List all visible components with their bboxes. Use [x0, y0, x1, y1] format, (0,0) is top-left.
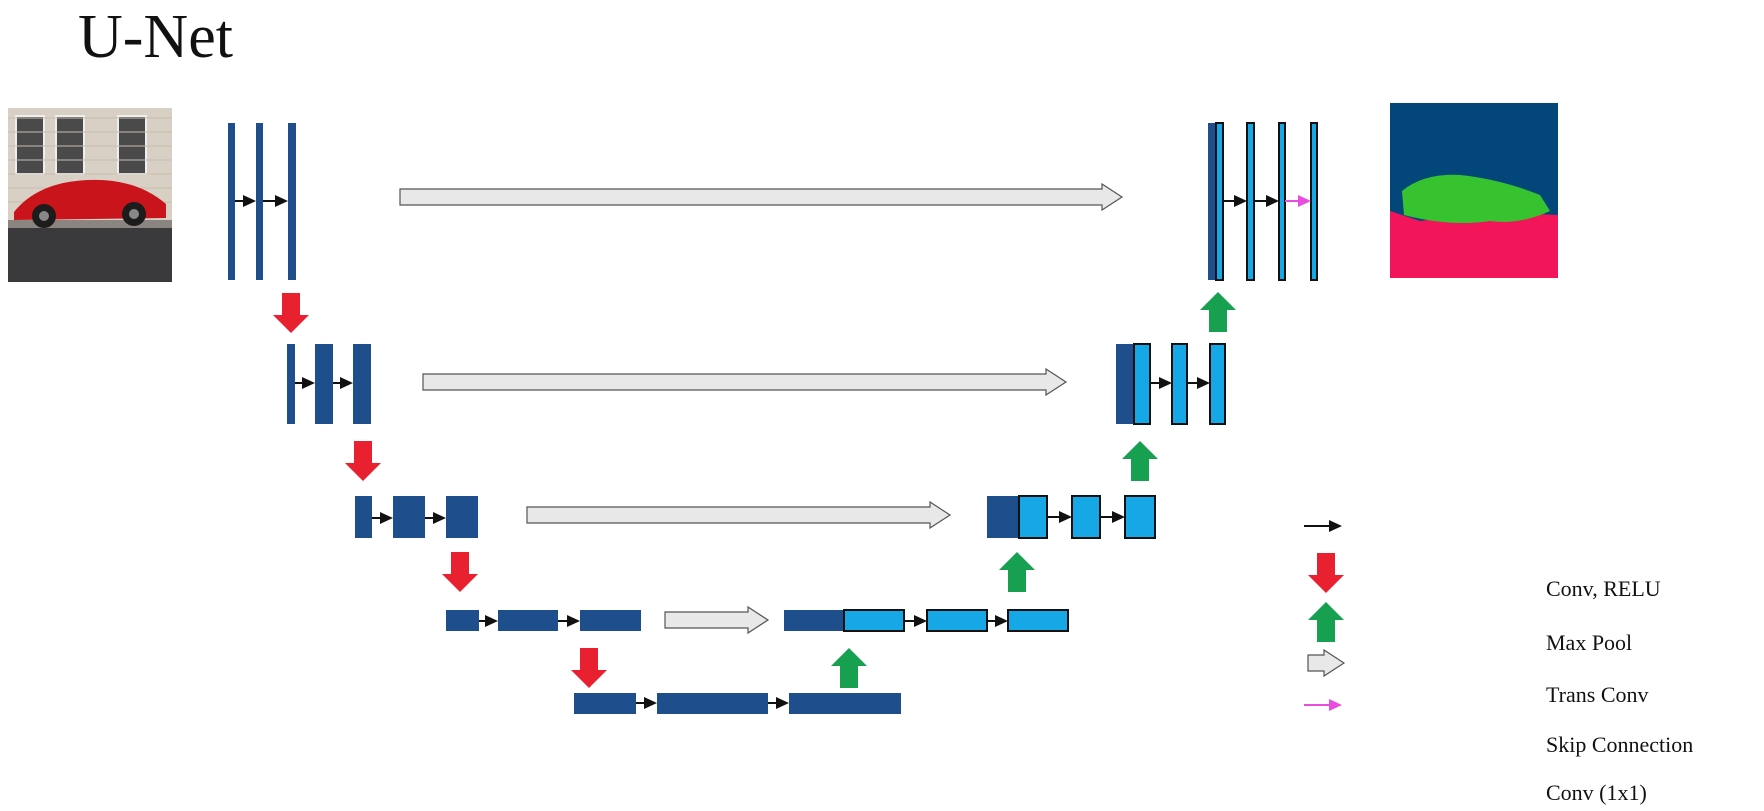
- encoder-l2-block-3: [353, 344, 371, 424]
- decoder-l2-conv-arrow-2: [1187, 377, 1210, 389]
- encoder-l3-block-2: [393, 496, 425, 538]
- encoder-l2-block-1: [287, 344, 295, 424]
- input-image-red-car-photo-icon: [8, 108, 172, 282]
- encoder-l4-block-1: [446, 610, 479, 631]
- encoder-l4-block-2: [498, 610, 558, 631]
- bottleneck-block-3: [789, 693, 901, 714]
- decoder-l1-block-1: [1215, 122, 1224, 281]
- decoder-l2-block-2: [1171, 343, 1188, 425]
- encoder-l1-max-pool-arrow: [273, 293, 309, 333]
- decoder-l2-block-1: [1133, 343, 1151, 425]
- decoder-l1-block-2: [1246, 122, 1255, 281]
- encoder-l3-max-pool-arrow: [442, 552, 478, 592]
- decoder-l4-block-2: [926, 609, 988, 632]
- legend-label-conv-1x1: Conv (1x1): [1546, 780, 1647, 805]
- skip-connection-l2: [422, 367, 1068, 397]
- legend-trans-conv-arrow-icon: [1308, 602, 1344, 642]
- decoder-l3-block-1: [1018, 495, 1048, 539]
- decoder-l3-trans-conv-arrow: [999, 552, 1035, 592]
- legend-label-max-pool: Max Pool: [1546, 630, 1633, 655]
- decoder-l1-output-block: [1310, 122, 1318, 281]
- skip-connection-l4: [664, 605, 770, 635]
- diagram-title: U-Net: [78, 3, 233, 71]
- bottleneck-block-1: [574, 693, 636, 714]
- legend-label-conv-relu: Conv, RELU: [1546, 576, 1661, 601]
- legend-max-pool-arrow-icon: [1308, 553, 1344, 593]
- decoder-l2-conv-arrow-1: [1150, 377, 1172, 389]
- decoder-l4-block-3: [1007, 609, 1069, 632]
- decoder-l4-trans-conv-arrow: [831, 648, 867, 688]
- bottleneck-conv-arrow-1: [636, 697, 657, 709]
- decoder-l1-conv-arrow-2: [1254, 195, 1279, 207]
- encoder-l4-block-3: [580, 610, 641, 631]
- encoder-l4-max-pool-arrow: [571, 648, 607, 688]
- legend-conv-1x1-arrow-icon: [1304, 699, 1342, 711]
- encoder-l3-block-1: [355, 496, 372, 538]
- decoder-l3-conv-arrow-1: [1047, 511, 1072, 523]
- decoder-l3-block-3: [1124, 495, 1156, 539]
- encoder-l2-conv-arrow-2: [333, 377, 353, 389]
- legend-conv-relu-arrow-icon: [1304, 520, 1342, 532]
- legend-label-skip-connection: Skip Connection: [1546, 732, 1694, 757]
- decoder-l1-trans-conv-arrow: [1200, 292, 1236, 332]
- encoder-l3-conv-arrow-1: [372, 512, 393, 524]
- encoder-l1-conv-arrow-2: [263, 195, 288, 207]
- bottleneck-block-2: [657, 693, 768, 714]
- decoder-l1-block-3: [1278, 122, 1286, 281]
- decoder-l2-skip-block: [1116, 344, 1134, 424]
- decoder-l3-conv-arrow-2: [1100, 511, 1125, 523]
- encoder-l4-conv-arrow-1: [479, 615, 498, 627]
- decoder-l4-conv-arrow-1: [904, 615, 927, 627]
- decoder-l1-skip-block: [1208, 123, 1216, 280]
- decoder-l1-conv-arrow-1: [1223, 195, 1247, 207]
- output-image-segmentation-mask-icon: [1390, 103, 1558, 278]
- encoder-l2-max-pool-arrow: [345, 441, 381, 481]
- legend-label-trans-conv: Trans Conv: [1546, 682, 1649, 707]
- decoder-l3-skip-block: [987, 496, 1019, 538]
- encoder-l2-block-2: [315, 344, 333, 424]
- decoder-l2-block-3: [1209, 343, 1226, 425]
- decoder-l4-conv-arrow-2: [987, 615, 1008, 627]
- encoder-l2-conv-arrow-1: [295, 377, 315, 389]
- encoder-l1-block-1: [228, 123, 235, 280]
- encoder-l3-block-3: [446, 496, 478, 538]
- decoder-l3-block-2: [1071, 495, 1101, 539]
- encoder-l4-conv-arrow-2: [558, 615, 580, 627]
- skip-connection-l3: [526, 500, 952, 530]
- decoder-l1-conv-1x1-arrow: [1285, 195, 1311, 207]
- decoder-l4-block-1: [843, 609, 905, 632]
- decoder-l4-skip-block: [784, 610, 844, 631]
- encoder-l1-block-3: [288, 123, 296, 280]
- encoder-l1-block-2: [256, 123, 263, 280]
- decoder-l2-trans-conv-arrow: [1122, 441, 1158, 481]
- legend-skip-connection-arrow-icon: [1307, 648, 1346, 678]
- skip-connection-l1: [399, 182, 1124, 212]
- bottleneck-conv-arrow-2: [768, 697, 789, 709]
- encoder-l1-conv-arrow-1: [235, 195, 256, 207]
- encoder-l3-conv-arrow-2: [425, 512, 446, 524]
